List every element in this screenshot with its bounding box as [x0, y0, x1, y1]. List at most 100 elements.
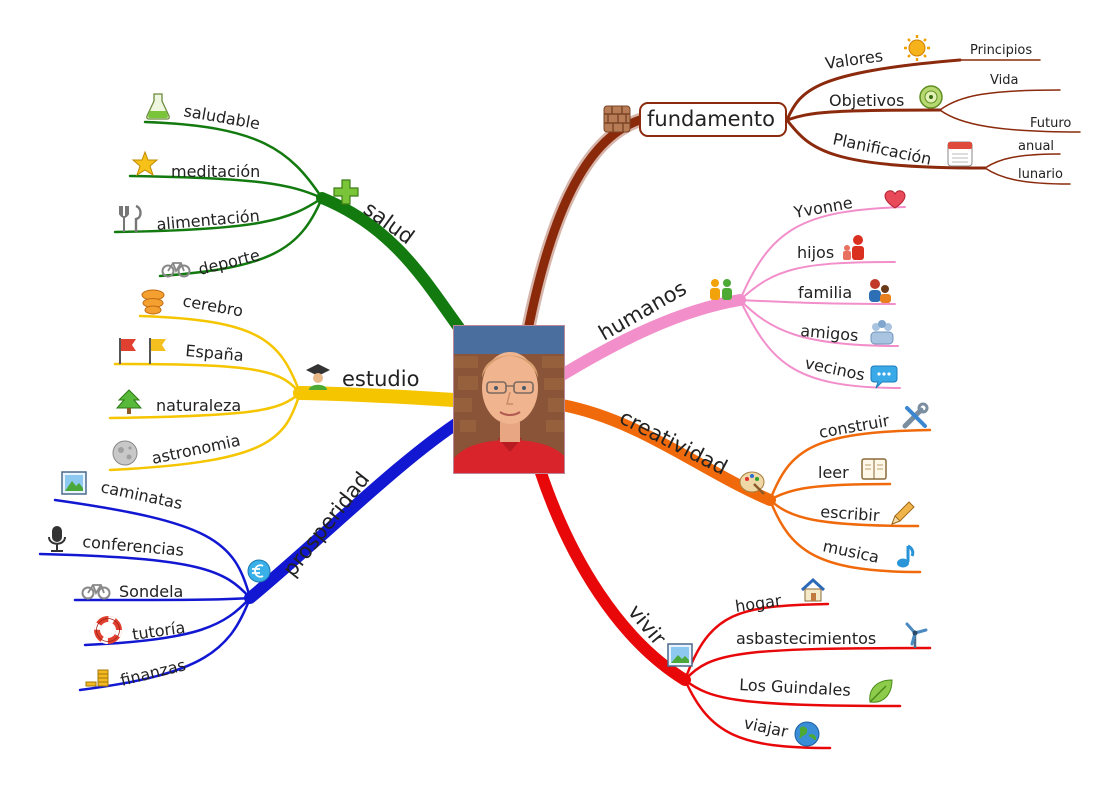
- euro-icon: [247, 559, 271, 583]
- moon-icon: [112, 440, 138, 466]
- plus-icon: [333, 179, 359, 205]
- connector-conferencias: [38, 552, 252, 600]
- flask-icon: [146, 93, 170, 120]
- branch-connector-shadow: [521, 113, 647, 337]
- map-picture-icon: [61, 471, 87, 495]
- connector-amigos: [739, 299, 899, 347]
- node-sondela[interactable]: Sondela: [119, 582, 183, 601]
- branch-connector: [556, 399, 776, 506]
- flags-icon: [119, 338, 166, 364]
- connector-espana: [113, 362, 302, 395]
- node-los-guindales[interactable]: Los Guindales: [739, 675, 851, 700]
- branch-salud: [113, 120, 474, 346]
- globe-icon: [794, 721, 820, 747]
- brick-wall-icon: [603, 105, 631, 133]
- music-note-icon: [897, 544, 915, 568]
- branch-label-fundamento[interactable]: fundamento: [647, 107, 775, 131]
- landscape-picture-icon: [667, 643, 693, 667]
- connector-sondela: [73, 596, 252, 602]
- node-espana[interactable]: España: [185, 341, 245, 365]
- branch-connector: [534, 464, 691, 686]
- branch-vivir: [534, 464, 932, 750]
- node-hogar[interactable]: hogar: [734, 591, 783, 616]
- connector-escribir: [768, 498, 920, 528]
- node-meditacion[interactable]: meditación: [171, 162, 260, 181]
- node-construir[interactable]: construir: [817, 411, 891, 442]
- connector-anual: [984, 153, 1061, 169]
- branch-label-creatividad[interactable]: creatividad: [616, 405, 731, 480]
- coins-icon: [85, 669, 109, 687]
- node-naturaleza[interactable]: naturaleza: [156, 396, 241, 415]
- node-vecinos[interactable]: vecinos: [803, 353, 866, 384]
- node-viajar[interactable]: viajar: [742, 713, 790, 741]
- connector-tutoria: [83, 596, 252, 647]
- fundamento-node-box[interactable]: [639, 102, 787, 137]
- branch-connector: [293, 386, 462, 407]
- branch-label-estudio[interactable]: estudio: [342, 367, 419, 391]
- branch-label-prosperidad[interactable]: prosperidad: [278, 467, 374, 581]
- connector-viajar: [683, 678, 832, 750]
- node-leer[interactable]: leer: [818, 463, 849, 482]
- node-saludable[interactable]: saludable: [182, 101, 261, 133]
- branch-connector: [316, 192, 474, 346]
- connector-cerebro: [138, 314, 302, 395]
- branch-estudio: [108, 314, 462, 472]
- chat-bubble-icon: [870, 365, 898, 389]
- connector-naturaleza: [108, 391, 302, 420]
- connector-alimentacion: [113, 196, 324, 234]
- node-familia[interactable]: familia: [798, 283, 852, 302]
- cutlery-icon: [119, 204, 142, 232]
- brain-icon: [141, 289, 165, 315]
- connector-planificacion: [785, 118, 987, 170]
- leaf-icon: [869, 679, 893, 703]
- node-vida[interactable]: Vida: [990, 73, 1018, 88]
- node-principios[interactable]: Principios: [970, 43, 1032, 58]
- connector-musica: [768, 498, 922, 574]
- family-icon: [869, 279, 891, 303]
- node-deporte[interactable]: deporte: [196, 245, 261, 279]
- node-tutoria[interactable]: tutoría: [131, 618, 186, 644]
- node-cerebro[interactable]: cerebro: [181, 291, 244, 320]
- children-icon: [843, 235, 864, 260]
- graduate-icon: [306, 364, 330, 390]
- connector-construir: [768, 428, 932, 502]
- connector-guindales: [683, 678, 902, 708]
- branch-connector: [556, 294, 746, 381]
- node-amigos[interactable]: amigos: [800, 321, 860, 345]
- book-icon: [861, 458, 887, 480]
- central-photo[interactable]: [453, 325, 565, 474]
- connector-familia: [739, 299, 896, 305]
- node-anual[interactable]: anual: [1018, 139, 1054, 154]
- connector-objetivos: [785, 108, 942, 122]
- branch-prosperidad: [38, 414, 468, 692]
- palette-icon: [739, 471, 765, 495]
- portrait-photo: [454, 326, 564, 473]
- node-escribir[interactable]: escribir: [820, 502, 881, 525]
- connector-vecinos: [739, 299, 901, 389]
- connector-astronomia: [108, 391, 302, 472]
- connector-hijos: [739, 261, 896, 301]
- house-icon: [800, 577, 826, 602]
- node-asbastecimientos[interactable]: asbastecimientos: [736, 629, 876, 648]
- star-icon: [131, 150, 159, 177]
- node-hijos[interactable]: hijos: [797, 243, 834, 262]
- node-finanzas[interactable]: finanzas: [118, 655, 187, 690]
- calendar-icon: [947, 141, 973, 167]
- bicycle-icon: [81, 584, 111, 600]
- node-objetivos[interactable]: Objetivos: [829, 91, 904, 110]
- connector-vida: [939, 89, 1061, 111]
- wind-turbine-icon: [905, 622, 928, 648]
- branch-connector: [523, 115, 645, 335]
- heart-icon: [884, 190, 906, 209]
- connector-saludable: [143, 120, 324, 200]
- branch-connector: [244, 414, 468, 604]
- node-futuro[interactable]: Futuro: [1030, 116, 1071, 131]
- pencil-icon: [891, 501, 915, 525]
- people-icon: [710, 279, 732, 300]
- connector-asbastecimientos: [683, 646, 932, 682]
- target-icon: [919, 85, 943, 109]
- connector-leer: [768, 482, 892, 502]
- node-lunario[interactable]: lunario: [1018, 167, 1063, 182]
- connector-futuro: [939, 109, 1081, 133]
